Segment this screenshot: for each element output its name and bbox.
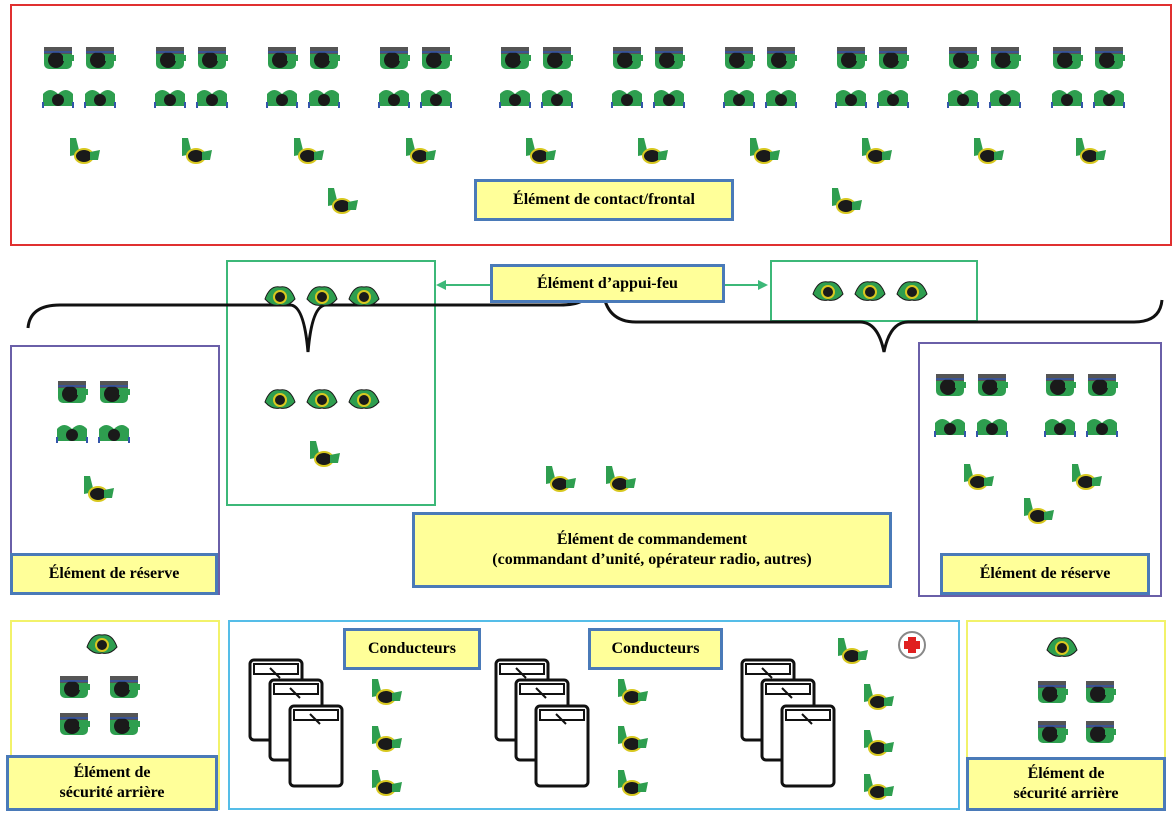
contact-row2 — [42, 89, 1125, 109]
brace-left — [26, 289, 592, 353]
label-reserve-left-text: Élément de réserve — [48, 565, 180, 582]
reserve-left-figures — [56, 380, 131, 502]
vehicle-group-1 — [248, 658, 344, 788]
label-reserve-right-text: Élément de réserve — [979, 565, 1111, 582]
label-securite-right-line1: Élément de — [1027, 765, 1105, 782]
arrow-right-head — [758, 280, 768, 290]
label-reserve-left: Élément de réserve — [10, 553, 218, 595]
securite-right-figures — [1037, 636, 1117, 744]
medical-cross-icon — [898, 631, 926, 659]
vehicle-group-3 — [740, 658, 836, 788]
vehicle-group-2 — [494, 658, 590, 788]
brace-right — [601, 289, 1164, 353]
label-reserve-right: Élément de réserve — [940, 553, 1150, 595]
securite-left-figures — [59, 633, 141, 736]
appui-zone-left — [226, 260, 436, 506]
contact-zone — [10, 4, 1172, 246]
label-appui: Élément d’appui-feu — [490, 264, 725, 303]
label-conducteurs-1: Conducteurs — [343, 628, 481, 670]
label-conducteurs-1-text: Conducteurs — [367, 640, 456, 657]
label-conducteurs-2: Conducteurs — [588, 628, 723, 670]
arrow-left-head — [436, 280, 446, 290]
label-securite-left-line1: Élément de — [73, 764, 151, 781]
appui-zone-right — [770, 260, 978, 322]
label-appui-text: Élément d’appui-feu — [537, 274, 678, 292]
vehicle-zone — [228, 620, 960, 810]
label-securite-left-line2: sécurité arrière — [59, 784, 165, 801]
label-contact-text: Élément de contact/frontal — [513, 191, 695, 208]
command-figures — [545, 465, 637, 492]
label-securite-right: Élément de sécurité arrière — [966, 757, 1166, 811]
reserve-right-figures — [934, 373, 1119, 524]
appui-figures — [264, 280, 928, 467]
label-contact: Élément de contact/frontal — [474, 179, 734, 221]
label-commandement-line1: Élément de commandement — [556, 531, 748, 548]
reserve-zone-right — [918, 342, 1162, 597]
label-commandement-line2: (commandant d’unité, opérateur radio, au… — [492, 551, 812, 568]
label-securite-right-line2: sécurité arrière — [1013, 785, 1119, 802]
contact-row1 — [43, 46, 1126, 70]
label-securite-left: Élément de sécurité arrière — [6, 755, 218, 811]
label-commandement: Élément de commandement (commandant d’un… — [412, 512, 892, 588]
label-conducteurs-2-text: Conducteurs — [611, 640, 700, 657]
